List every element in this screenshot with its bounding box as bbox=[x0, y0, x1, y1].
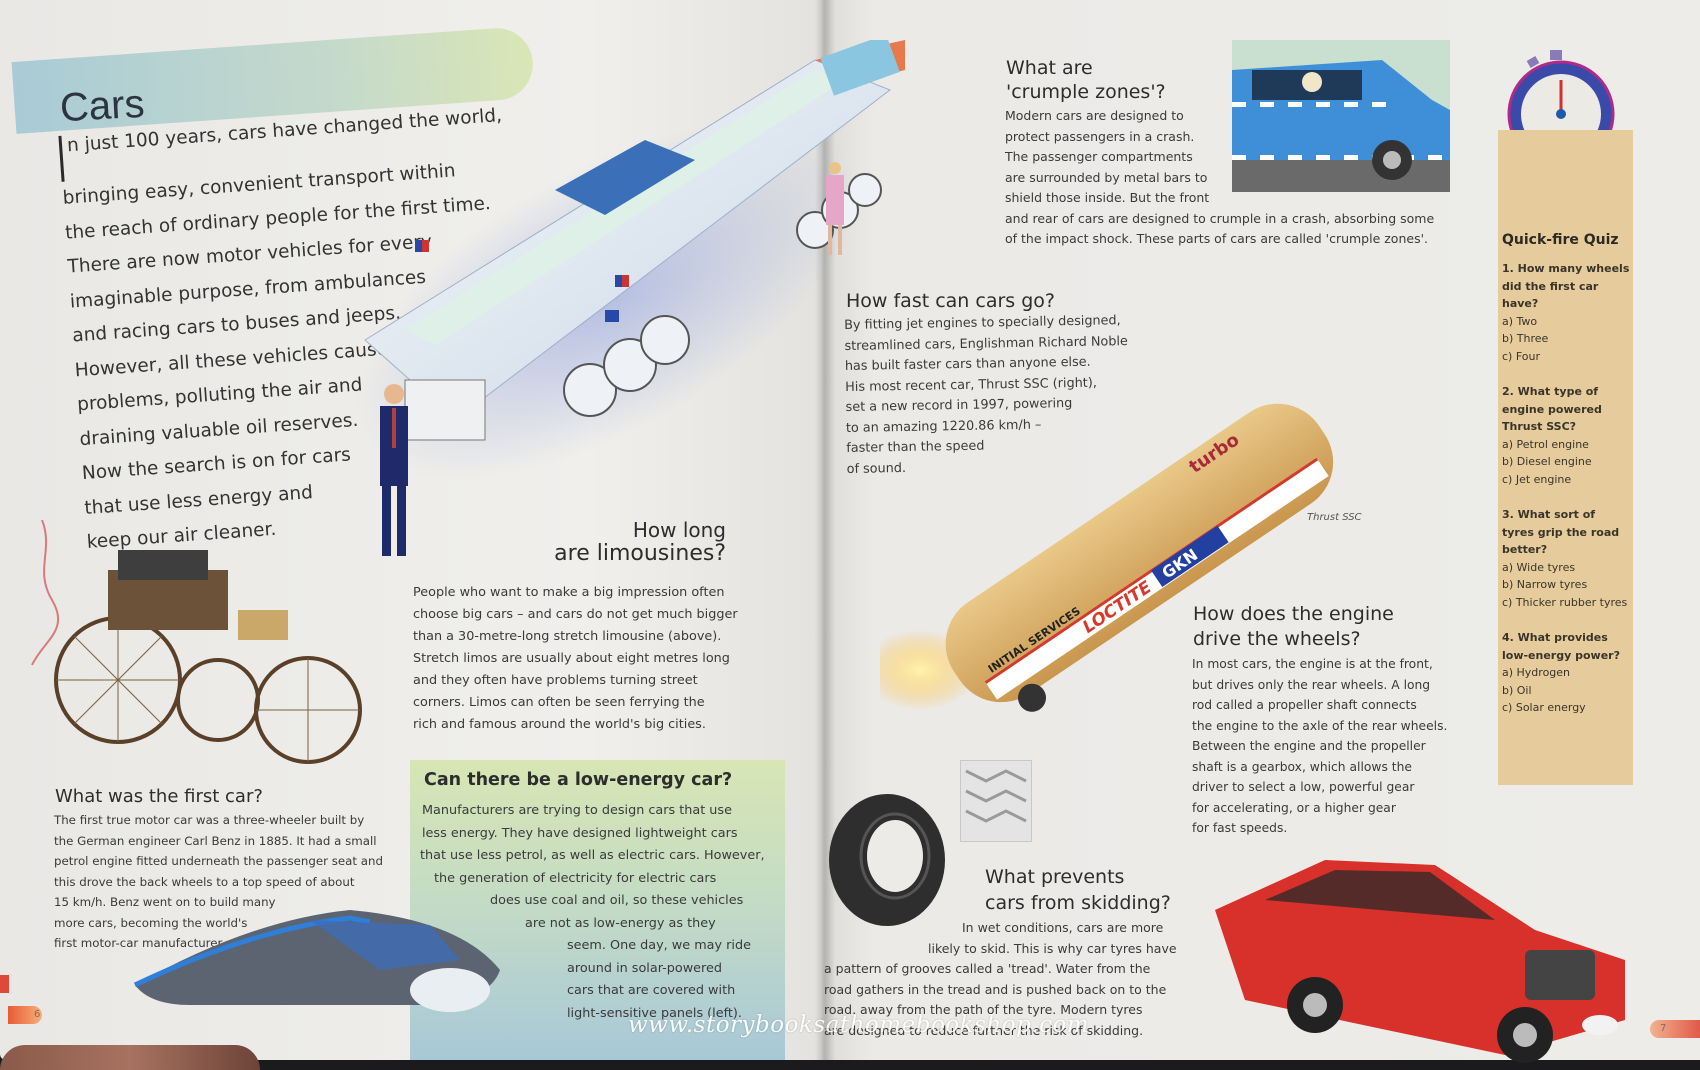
quiz-question-4: 4. What provides low-energy power? a) Hy… bbox=[1502, 631, 1620, 714]
quiz-question-1: 1. How many wheels did the first car hav… bbox=[1502, 262, 1630, 363]
crumple-heading: What are 'crumple zones'? bbox=[1006, 57, 1166, 103]
skidding-heading: What prevents cars from skidding? bbox=[985, 866, 1171, 914]
tyre-tread-illustration bbox=[960, 760, 1032, 842]
first-car-heading: What was the first car? bbox=[55, 786, 263, 807]
quick-fire-quiz-panel: Quick-fire Quiz 1. How many wheels did t… bbox=[1498, 130, 1633, 785]
page-number-left: 6 bbox=[34, 1009, 41, 1020]
watermark-text: www.storybooksathomebookshop.com bbox=[628, 1012, 1090, 1038]
low-energy-heading: Can there be a low-energy car? bbox=[424, 770, 733, 790]
thrust-ssc-caption: Thrust SSC bbox=[1307, 512, 1362, 523]
limousines-heading: How long are limousines? bbox=[554, 518, 726, 566]
quiz-question-2: 2. What type of engine powered Thrust SS… bbox=[1502, 385, 1602, 486]
page-number-tab-right: 7 bbox=[1650, 1020, 1700, 1038]
thrust-ssc-illustration: LOCTITE GKN INITIAL SERVICES turbo bbox=[880, 403, 1334, 712]
hand-holding-book bbox=[0, 1045, 260, 1070]
tyre-illustration bbox=[829, 794, 945, 926]
woman-with-dog-illustration bbox=[826, 162, 844, 255]
quiz-questions: 1. How many wheels did the first car hav… bbox=[1502, 260, 1630, 717]
page-number-tab-left: 6 bbox=[8, 1006, 42, 1024]
pencil-mark-illustration bbox=[31, 520, 59, 666]
quiz-title: Quick-fire Quiz bbox=[1502, 232, 1619, 248]
benz-motorwagen-illustration bbox=[54, 550, 362, 764]
low-energy-panel: Can there be a low-energy car? bbox=[410, 760, 785, 1060]
engine-body: In most cars, the engine is at the front… bbox=[1192, 657, 1448, 835]
speed-heading: How fast can cars go? bbox=[846, 290, 1055, 312]
low-energy-body: Manufacturers are trying to design cars … bbox=[420, 803, 765, 1021]
engine-heading: How does the engine drive the wheels? bbox=[1193, 603, 1394, 650]
cutaway-red-car-illustration bbox=[1215, 860, 1625, 1063]
crumple-body: Modern cars are designed to protect pass… bbox=[1005, 108, 1435, 246]
limousines-body: People who want to make a big impression… bbox=[413, 585, 738, 732]
crash-test-car-illustration bbox=[1232, 40, 1450, 192]
page-tab-marker bbox=[0, 975, 9, 993]
page-number-right: 7 bbox=[1660, 1023, 1667, 1034]
stretch-limousine-illustration bbox=[353, 40, 905, 480]
quiz-question-3: 3. What sort of tyres grip the road bett… bbox=[1502, 508, 1628, 609]
first-car-body: The first true motor car was a three-whe… bbox=[54, 813, 383, 950]
solar-car-illustration bbox=[133, 910, 500, 1012]
skidding-body: In wet conditions, cars are more likely … bbox=[824, 920, 1177, 1038]
man-in-suit-illustration bbox=[380, 384, 408, 556]
